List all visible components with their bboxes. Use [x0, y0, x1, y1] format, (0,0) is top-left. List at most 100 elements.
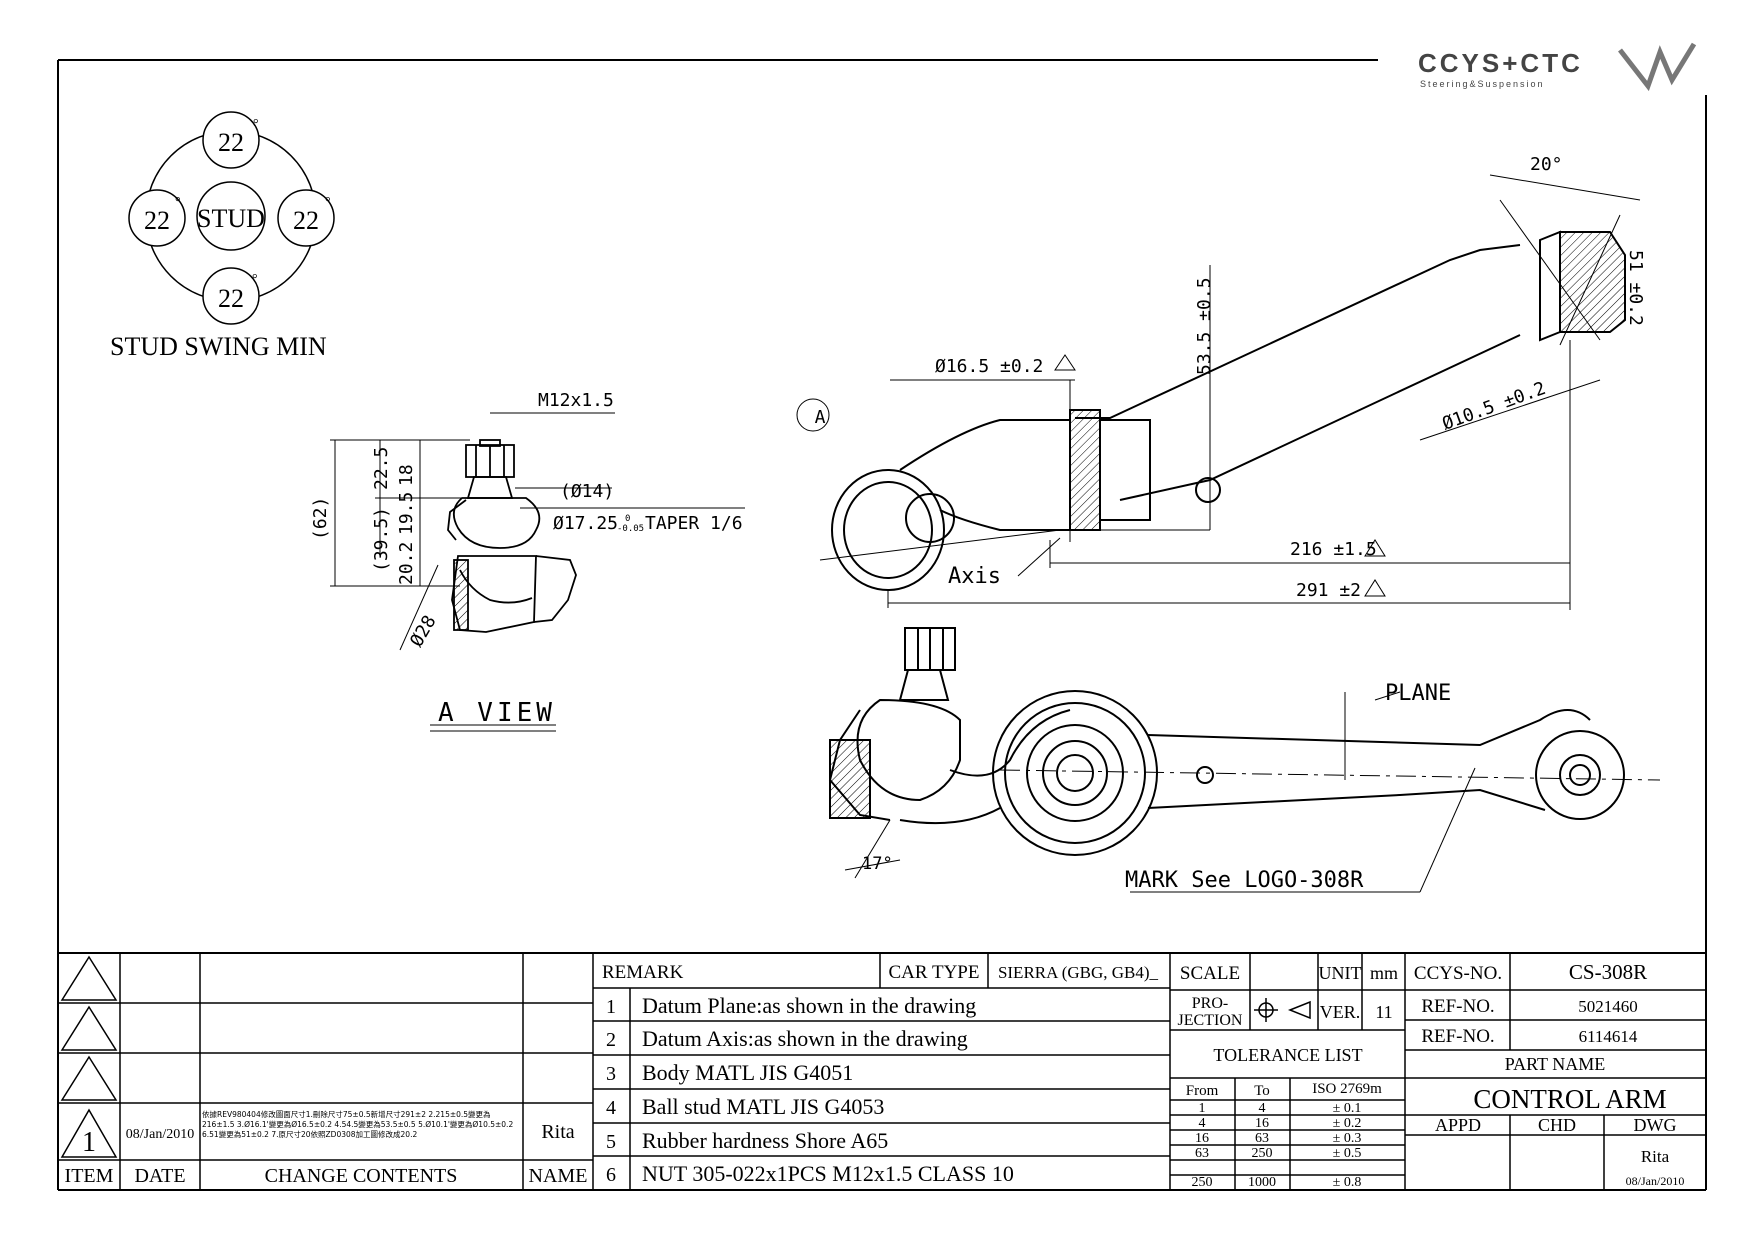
ver-label: VER. — [1320, 1002, 1361, 1022]
revision-contents-box: 依據REV980404修改圖面尺寸1.刪除尺寸75±0.5新增尺寸291±2 2… — [202, 1110, 513, 1139]
part-name-label: PART NAME — [1505, 1054, 1605, 1074]
tolerance-to: 250 — [1252, 1146, 1273, 1161]
header-item: ITEM — [65, 1165, 114, 1187]
scale-label: SCALE — [1180, 963, 1240, 984]
tolerance-value: ± 0.1 — [1333, 1101, 1362, 1116]
title-block-text: 1 08/Jan/2010 依據REV980404修改圖面尺寸1.刪除尺寸75±… — [65, 960, 1685, 1190]
tolerance-from: 4 — [1199, 1116, 1206, 1131]
car-type-label: CAR TYPE — [889, 962, 980, 983]
revision-name: Rita — [541, 1121, 574, 1143]
side-view-labels: PLANE MARK See LOGO-308R 17° — [862, 681, 1451, 893]
l291-dim: 291 ±2 — [1296, 580, 1361, 601]
remark-no: 5 — [606, 1131, 616, 1153]
stud-swing-diagram — [128, 111, 335, 325]
remark-no: 6 — [606, 1164, 616, 1186]
logo-tagline: Steering&Suspension — [1420, 79, 1545, 89]
d105-dim: Ø10.5 ±0.2 — [1440, 378, 1549, 435]
tolerance-value: ± 0.5 — [1333, 1146, 1362, 1161]
ver-value: 11 — [1375, 1002, 1392, 1022]
dwg-date: 08/Jan/2010 — [1626, 1174, 1685, 1188]
a-view-dimensions — [330, 412, 745, 732]
h195-dim: 19.5 — [396, 492, 417, 535]
remark-text: Ball stud MATL JIS G4053 — [642, 1094, 884, 1119]
tolerance-value: ± 0.3 — [1333, 1131, 1362, 1146]
remark-text: Body MATL JIS G4051 — [642, 1060, 853, 1085]
dwg-name: Rita — [1641, 1147, 1670, 1166]
d28-dim: Ø28 — [406, 612, 440, 651]
remark-no: 2 — [606, 1029, 616, 1051]
tolerance-from: 250 — [1192, 1175, 1213, 1190]
h202-dim: 20.2 — [396, 542, 417, 585]
taper-suffix: TAPER 1/6 — [645, 513, 743, 534]
w51-dim: 51 ±0.2 — [1625, 250, 1646, 326]
angle-17-dim: 17° — [862, 854, 893, 874]
tolerance-triangle — [1054, 354, 1076, 371]
tolerance-from-header: From — [1186, 1083, 1219, 1099]
swing-bottom-value: 22 — [218, 284, 244, 313]
car-type-value: SIERRA (GBG, GB4)_ — [998, 963, 1159, 982]
remark-text: Datum Plane:as shown in the drawing — [642, 993, 976, 1018]
top-view-dimensions — [796, 174, 1641, 610]
frame — [57, 59, 1707, 1191]
chd-label: CHD — [1538, 1115, 1576, 1135]
tolerance-from: 1 — [1199, 1101, 1206, 1116]
tolerance-triangle — [1364, 539, 1386, 557]
degree-mark: ° — [325, 195, 331, 210]
tolerance-to: 63 — [1255, 1131, 1269, 1146]
tolerance-title: TOLERANCE LIST — [1213, 1045, 1362, 1065]
part-name-value: CONTROL ARM — [1473, 1084, 1666, 1114]
taper-dim: Ø17.25 — [553, 513, 618, 534]
thread-dim: M12x1.5 — [538, 390, 614, 411]
revision-date: 08/Jan/2010 — [126, 1127, 194, 1142]
projection-label: JECTION — [1178, 1012, 1243, 1029]
remark-no: 3 — [606, 1063, 616, 1085]
l216-dim: 216 ±1.5 — [1290, 539, 1377, 560]
a-view-labels: M12x1.5 (Ø14) Ø17.25 0 -0.05 TAPER 1/6 Ø… — [310, 390, 743, 728]
axis-label: Axis — [948, 564, 1001, 589]
remark-no: 1 — [606, 996, 616, 1018]
stud-swing-labels: STUD 22 ° 22 ° 22 ° 22 ° STUD SWING MIN — [110, 117, 331, 361]
h18-dim: 18 — [396, 464, 417, 486]
remark-header: REMARK — [602, 962, 684, 983]
section-marker-a: A — [815, 407, 826, 428]
plane-label: PLANE — [1385, 681, 1451, 706]
taper-tol-top: 0 — [625, 514, 630, 524]
ref-no-value: 5021460 — [1578, 997, 1638, 1016]
remark-no: 4 — [606, 1097, 616, 1119]
degree-mark: ° — [252, 272, 258, 287]
tolerance-to-header: To — [1254, 1083, 1270, 1099]
title-block-grid — [58, 952, 1706, 1190]
h395-dim: (39.5) — [371, 507, 392, 572]
swing-left-value: 22 — [144, 206, 170, 235]
revision-number: 1 — [82, 1127, 96, 1158]
ccys-no-label: CCYS-NO. — [1414, 963, 1502, 984]
tolerance-from: 16 — [1195, 1131, 1209, 1146]
stud-swing-title: STUD SWING MIN — [110, 332, 327, 361]
h225-dim: 22.5 — [371, 447, 392, 490]
d14-dim: (Ø14) — [560, 481, 614, 502]
dwg-label: DWG — [1634, 1115, 1677, 1135]
h535-dim: 53.5 ±0.5 — [1194, 277, 1215, 375]
swing-right-value: 22 — [293, 206, 319, 235]
taper-tol: -0.05 — [617, 524, 644, 534]
tolerance-from: 63 — [1195, 1146, 1209, 1161]
tolerance-to: 16 — [1255, 1116, 1269, 1131]
logo-text: CCYS+CTC — [1418, 48, 1583, 78]
tolerance-to: 1000 — [1248, 1175, 1276, 1190]
header-date: DATE — [134, 1165, 185, 1187]
tolerance-triangle — [1364, 579, 1386, 597]
unit-value: mm — [1370, 963, 1398, 983]
tolerance-value: ± 0.2 — [1333, 1116, 1362, 1131]
degree-mark: ° — [253, 117, 259, 132]
header-name: NAME — [529, 1165, 588, 1187]
appd-label: APPD — [1435, 1115, 1481, 1135]
top-view-control-arm — [831, 230, 1626, 591]
ref-no-label: REF-NO. — [1421, 1026, 1494, 1047]
mark-label: MARK See LOGO-308R — [1125, 868, 1364, 893]
side-view-dimensions — [844, 691, 1661, 893]
top-view-labels: A Ø16.5 ±0.2 53.5 ±0.5 Ø10.5 ±0.2 51 ±0.… — [815, 154, 1646, 601]
projection-label: PRO- — [1192, 995, 1228, 1012]
a-view-title: A VIEW — [438, 698, 556, 728]
remark-text: Datum Axis:as shown in the drawing — [642, 1026, 968, 1051]
